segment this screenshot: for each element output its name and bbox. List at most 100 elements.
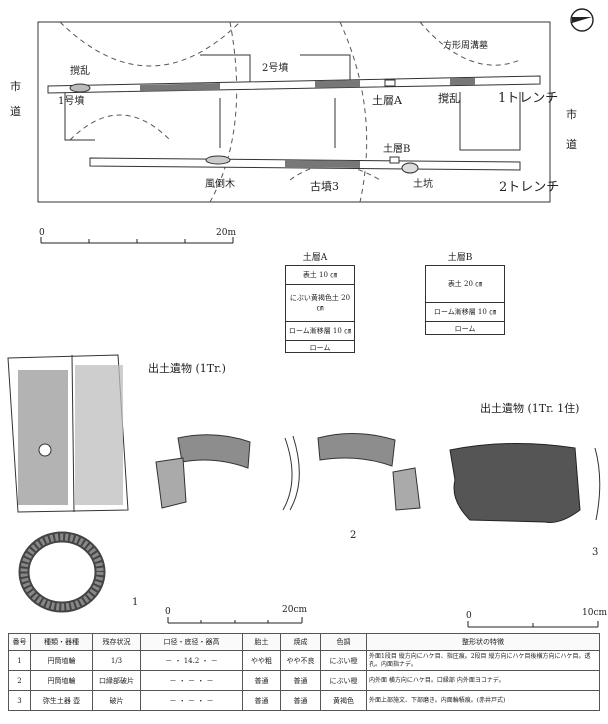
trench-1-label: 1トレンチ xyxy=(498,91,558,106)
cell: 破片 xyxy=(92,690,141,711)
pit-label: 土坑 xyxy=(413,177,433,190)
soil-a-layer-4: ローム xyxy=(309,344,331,352)
cell: 普通 xyxy=(242,670,281,691)
tomb-arc-3 xyxy=(209,21,238,203)
soil-b-layer-3: ローム xyxy=(454,325,476,333)
artifact-scale-20-end: 20cm xyxy=(282,605,307,615)
cell: 2 xyxy=(8,670,31,691)
cell: 口縁部破片 xyxy=(92,670,141,691)
artifact-scale-10-end: 10cm xyxy=(582,608,607,618)
disturbance-1 xyxy=(69,83,91,93)
cell: やや粗 xyxy=(242,650,281,671)
cell: 1/3 xyxy=(92,650,141,671)
header-firing: 焼成 xyxy=(280,633,321,651)
haniwa-1-drawing xyxy=(7,354,129,513)
building-4 xyxy=(459,92,521,151)
building-5 xyxy=(219,98,336,148)
soil-b-column: 表土 20 ㎝ ローム漸移層 10 ㎝ ローム xyxy=(425,265,505,335)
haniwa-2-drawing xyxy=(155,432,421,511)
trench-1-fill-2 xyxy=(315,80,360,88)
cell: 内外面 横方向にハケ目。口縁部 内外面ヨコナデ。 xyxy=(366,670,600,691)
artifacts-1tr-house-title: 出土遺物 (1Tr. 1住) xyxy=(480,402,580,415)
trench-1-fill-3 xyxy=(450,78,475,85)
header-number: 番号 xyxy=(8,633,31,651)
artifact-2-number: 2 xyxy=(350,530,356,541)
artifact-scale-10cm: 0 10cm xyxy=(466,608,607,628)
soil-a-layer-1: 表土 10 ㎝ xyxy=(286,266,354,285)
trench-2-label: 2トレンチ xyxy=(499,180,559,195)
cell: 普通 xyxy=(280,690,321,711)
layer-a-label: 土層A xyxy=(372,94,403,107)
map-scale: 0 20m xyxy=(38,225,238,249)
tomb-arc-1 xyxy=(59,21,241,67)
fallen-tree-label: 風倒木 xyxy=(205,178,235,190)
soil-b-layer-1: 表土 20 ㎝ xyxy=(426,266,504,303)
building-2 xyxy=(300,54,351,82)
disturbance-2-label: 撹乱 xyxy=(438,91,460,105)
layer-b-label: 土層B xyxy=(383,142,410,155)
cell: 普通 xyxy=(280,670,321,691)
soil-b-title: 土層B xyxy=(447,253,473,263)
square-moat-label: 方形周溝墓 xyxy=(443,39,488,51)
tomb-arc-6 xyxy=(419,21,521,66)
building-1 xyxy=(200,54,251,82)
city-road-right-1: 市 xyxy=(566,107,577,121)
soil-a-layer-2: にぶい黄褐色土 20 ㎝ xyxy=(286,285,354,322)
soil-a-layer-3: ローム漸移層 10 ㎝ xyxy=(286,322,354,341)
trench-1-fill-1 xyxy=(140,83,220,91)
tomb-1-label: 1号墳 xyxy=(58,95,84,107)
soil-a-column: 表土 10 ㎝ にぶい黄褐色土 20 ㎝ ローム漸移層 10 ㎝ ローム xyxy=(285,265,355,353)
soil-a-title: 土層A xyxy=(302,253,328,263)
layer-a-marker xyxy=(384,79,396,87)
cell: 弥生土器 壺 xyxy=(30,690,93,711)
cell: 外面1段目 縦方向にハケ目、指圧痕。2段目 縦方向にハケ目後横方向にハケ目。透孔… xyxy=(366,650,600,671)
header-dimensions: 口径・底径・器高 xyxy=(140,633,243,651)
cell: 1 xyxy=(8,650,31,671)
header-type: 種類・器種 xyxy=(30,633,93,651)
site-boundary xyxy=(37,21,551,203)
cell: にぶい橙 xyxy=(320,650,367,671)
tomb-arc-2 xyxy=(69,114,171,141)
cell: 黄褐色 xyxy=(320,690,367,711)
kofun-3-label: 古墳3 xyxy=(310,180,339,193)
tomb-arc-4 xyxy=(339,21,368,203)
artifact-table: 番号 種類・器種 残存状況 口径・底径・器高 胎土 焼成 色調 整形状の特徴 1… xyxy=(8,633,600,711)
cell: 3 xyxy=(8,690,31,711)
layer-b-marker xyxy=(389,156,400,164)
trench-2-fill-1 xyxy=(285,160,360,168)
artifact-drawings: 1 2 3 0 20cm 0 10cm xyxy=(7,354,607,628)
pit-shape xyxy=(401,162,419,174)
cell: にぶい橙 xyxy=(320,670,367,691)
cell: 普通 xyxy=(242,690,281,711)
cell: 外面上部施文、下部磨き。内面輪積痕。(赤井戸式) xyxy=(366,690,600,711)
city-road-right-2: 道 xyxy=(566,137,577,151)
artifact-3-number: 3 xyxy=(592,547,598,558)
artifacts-1tr-title: 出土遺物 (1Tr.) xyxy=(148,362,226,375)
header-features: 整形状の特徴 xyxy=(366,633,600,651)
cell: － ・ － ・ － xyxy=(140,690,243,711)
cell: － ・ － ・ － xyxy=(140,670,243,691)
table-row: 3 弥生土器 壺 破片 － ・ － ・ － 普通 普通 黄褐色 外面上部施文、下… xyxy=(8,690,600,711)
header-fabric: 胎土 xyxy=(242,633,281,651)
disturbance-1-label: 撹乱 xyxy=(70,64,90,77)
cell: 円筒埴輪 xyxy=(30,650,93,671)
table-header-row: 番号 種類・器種 残存状況 口径・底径・器高 胎土 焼成 色調 整形状の特徴 xyxy=(8,633,600,651)
cell: 円筒埴輪 xyxy=(30,670,93,691)
cell: やや不良 xyxy=(280,650,321,671)
artifact-scale-20cm: 0 20cm xyxy=(165,605,307,624)
pottery-3-drawing xyxy=(449,442,601,523)
header-color: 色調 xyxy=(320,633,367,651)
map-scale-end: 20m xyxy=(216,228,236,238)
table-row: 2 円筒埴輪 口縁部破片 － ・ － ・ － 普通 普通 にぶい橙 内外面 横方… xyxy=(8,670,600,691)
artifact-scale-20-start: 0 xyxy=(165,607,171,617)
artifact-scale-10-start: 0 xyxy=(466,611,472,621)
city-road-left-2: 道 xyxy=(10,104,21,118)
fallen-tree-shape xyxy=(205,155,231,165)
table-row: 1 円筒埴輪 1/3 － ・ 14.2 ・ － やや粗 やや不良 にぶい橙 外面… xyxy=(8,650,600,671)
site-map: 市 道 市 道 撹乱 1号墳 2号墳 方形周溝墓 土層A 撹乱 1トレンチ 土層… xyxy=(10,8,594,203)
map-scale-start: 0 xyxy=(39,228,45,238)
building-3 xyxy=(64,92,95,141)
haniwa-1-base-drawing xyxy=(18,531,106,613)
tomb-2-label: 2号墳 xyxy=(262,62,288,74)
soil-b-layer-2: ローム漸移層 10 ㎝ xyxy=(426,303,504,322)
